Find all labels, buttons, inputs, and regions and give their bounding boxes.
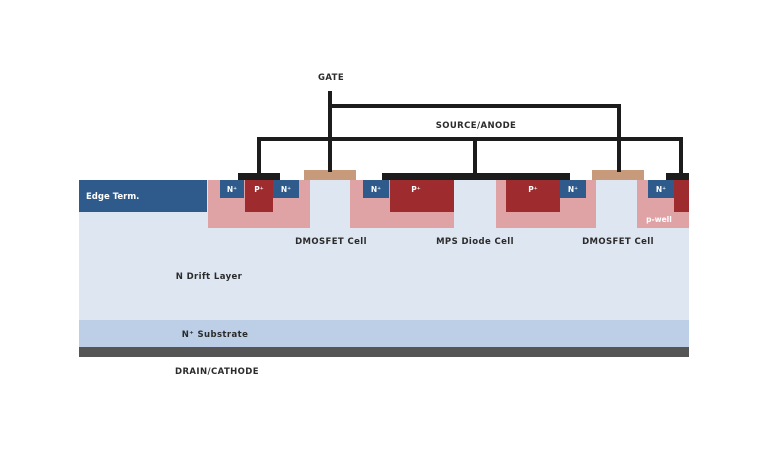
n-plus-region — [220, 180, 244, 198]
n-plus-label: N⁺ — [227, 185, 237, 194]
p-plus-region — [390, 180, 454, 212]
p-plus-label: P⁺ — [411, 185, 420, 194]
gate-wiring — [328, 91, 621, 172]
source-anode-label: SOURCE/ANODE — [436, 121, 517, 131]
dmosfet-cell-label: DMOSFET Cell — [582, 237, 654, 247]
source-anode-wiring — [257, 137, 683, 176]
n-substrate-label: N⁺ Substrate — [182, 330, 249, 340]
n-plus-region — [363, 180, 389, 198]
p-plus-label: P⁺ — [254, 185, 263, 194]
drain-cathode-label: DRAIN/CATHODE — [175, 367, 259, 377]
n-drift-layer-label: N Drift Layer — [176, 272, 243, 282]
gate-poly — [304, 170, 356, 180]
n-plus-label: N⁺ — [656, 185, 666, 194]
p-plus-region — [674, 180, 689, 212]
edge-termination — [79, 180, 207, 212]
edge-term-label: Edge Term. — [86, 192, 139, 202]
n-plus-label: N⁺ — [568, 185, 578, 194]
n-substrate — [79, 320, 689, 347]
p-well-label: p-well — [646, 215, 672, 224]
drain-metal — [79, 347, 689, 357]
n-plus-label: N⁺ — [371, 185, 381, 194]
mps-diode-cell-label: MPS Diode Cell — [436, 237, 514, 247]
p-plus-region — [506, 180, 560, 212]
dmosfet-cell-label: DMOSFET Cell — [295, 237, 367, 247]
gate-label: GATE — [318, 73, 344, 83]
source-contact — [666, 173, 689, 180]
p-plus-label: P⁺ — [528, 185, 537, 194]
gate-poly — [592, 170, 644, 180]
p-plus-region — [245, 180, 273, 212]
anode-contact — [382, 173, 570, 180]
n-plus-label: N⁺ — [281, 185, 291, 194]
n-plus-region — [648, 180, 674, 198]
source-contact — [238, 173, 280, 180]
n-plus-region — [560, 180, 586, 198]
n-plus-region — [273, 180, 299, 198]
